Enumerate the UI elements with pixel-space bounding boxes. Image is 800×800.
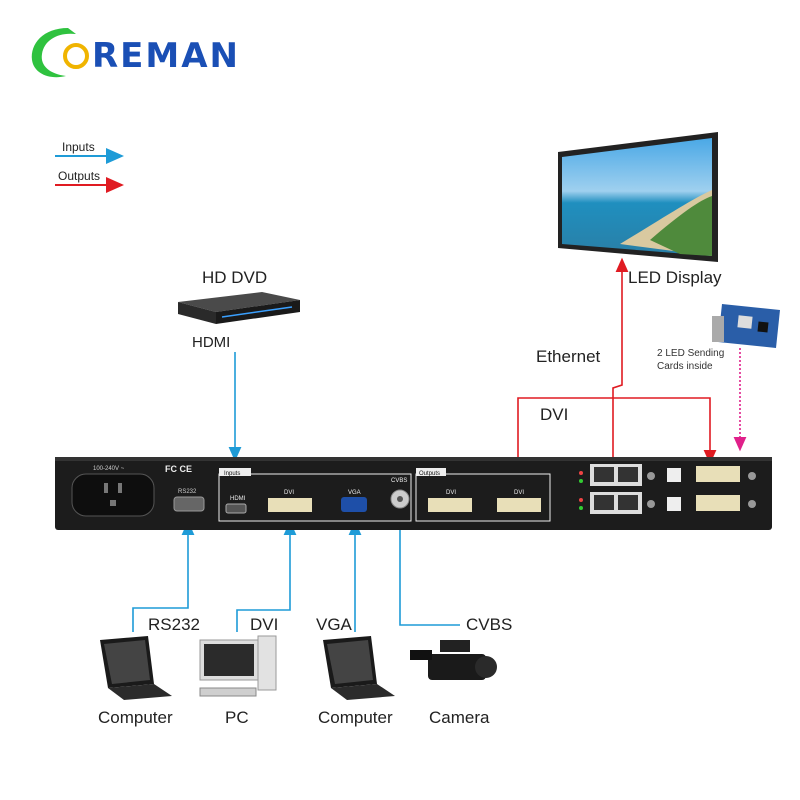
- computer-label-left: Computer: [98, 708, 173, 727]
- svg-text:HDMI: HDMI: [230, 496, 246, 502]
- legend-outputs-label: Outputs: [58, 169, 101, 183]
- cvbs-input-line: [393, 513, 460, 626]
- svg-text:DVI: DVI: [284, 490, 294, 496]
- svg-text:Inputs: Inputs: [224, 471, 240, 477]
- sending-cards-label-line2: Cards inside: [657, 361, 713, 372]
- legend-inputs-label: Inputs: [62, 140, 95, 154]
- ethernet-label: Ethernet: [536, 347, 601, 366]
- brand-name: REMAN: [92, 36, 241, 76]
- camera-label: Camera: [429, 708, 490, 727]
- svg-text:DVI: DVI: [514, 490, 524, 496]
- pc-image: [199, 635, 277, 697]
- dvi-output-line: [517, 397, 717, 484]
- laptop-left-image: [100, 636, 172, 700]
- svg-text:FC CE: FC CE: [165, 464, 192, 474]
- processor-front-panel: 100-240V ~ FC CE RS232 Inputs HDMI DVI V…: [55, 457, 772, 530]
- led-display-image: [558, 132, 718, 262]
- hdmi-label: HDMI: [192, 334, 231, 351]
- pc-label: PC: [225, 708, 249, 727]
- svg-text:100-240V ~: 100-240V ~: [93, 466, 125, 472]
- swoosh-icon: [31, 28, 89, 78]
- dvi-input-label: DVI: [250, 615, 279, 634]
- svg-text:VGA: VGA: [348, 490, 361, 496]
- led-display-label: LED Display: [628, 268, 722, 287]
- sending-cards-label-line1: 2 LED Sending: [657, 348, 725, 359]
- dvi-output-label: DVI: [540, 405, 569, 424]
- sending-card-image: [712, 304, 780, 348]
- svg-text:Outputs: Outputs: [419, 471, 440, 477]
- vga-label: VGA: [316, 615, 352, 634]
- brand-logo: [28, 22, 98, 84]
- dvd-player-image: [178, 292, 300, 324]
- ethernet-output-line: [612, 257, 629, 462]
- svg-text:DVI: DVI: [446, 490, 456, 496]
- svg-text:CVBS: CVBS: [391, 478, 407, 484]
- laptop-right-image: [323, 636, 395, 700]
- cvbs-label: CVBS: [466, 615, 513, 634]
- dvi-input-line: [236, 520, 297, 632]
- camera-image: [410, 640, 497, 680]
- rs232-input-line: [132, 520, 195, 632]
- rs232-label: RS232: [148, 615, 200, 634]
- svg-text:RS232: RS232: [178, 489, 197, 495]
- computer-label-right: Computer: [318, 708, 393, 727]
- hd-dvd-label: HD DVD: [202, 268, 268, 287]
